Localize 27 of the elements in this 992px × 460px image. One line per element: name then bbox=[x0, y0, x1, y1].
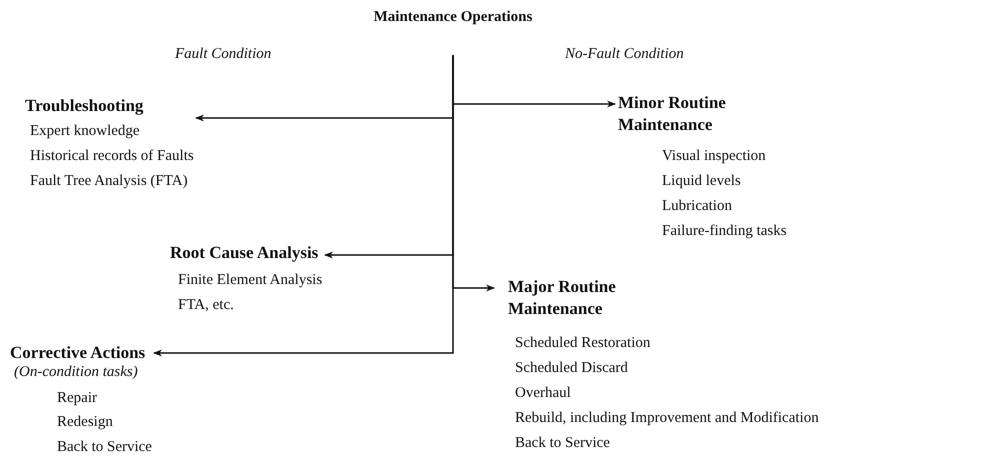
list-item: Scheduled Restoration bbox=[515, 334, 650, 352]
heading: Major Routine Maintenance bbox=[508, 276, 617, 320]
heading: Corrective Actions bbox=[10, 344, 146, 362]
list-item: Back to Service bbox=[57, 438, 152, 456]
list-item: Back to Service bbox=[515, 434, 610, 452]
list-item: Overhaul bbox=[515, 384, 571, 402]
arrow bbox=[153, 55, 454, 357]
list-item: Expert knowledge bbox=[30, 122, 140, 140]
list-item: FTA, etc. bbox=[178, 296, 234, 314]
list-item: Lubrication bbox=[662, 197, 732, 215]
heading: Root Cause Analysis bbox=[170, 244, 318, 262]
heading: Minor Routine Maintenance bbox=[618, 92, 727, 136]
list-item: Redesign bbox=[57, 413, 113, 431]
list-item: Finite Element Analysis bbox=[178, 271, 322, 289]
condition-label: Fault Condition bbox=[175, 46, 272, 63]
list-item: Rebuild, including Improvement and Modification bbox=[515, 409, 819, 427]
subheading: (On-condition tasks) bbox=[14, 363, 138, 381]
list-item: Failure-finding tasks bbox=[662, 222, 787, 240]
list-item: Liquid levels bbox=[662, 172, 741, 190]
list-item: Repair bbox=[57, 389, 97, 407]
list-item: Visual inspection bbox=[662, 147, 766, 165]
list-item: Fault Tree Analysis (FTA) bbox=[30, 172, 188, 190]
list-item: Scheduled Discard bbox=[515, 359, 628, 377]
list-item: Historical records of Faults bbox=[30, 147, 194, 165]
heading: Troubleshooting bbox=[25, 97, 144, 115]
condition-label: No-Fault Condition bbox=[565, 46, 684, 63]
title: Maintenance Operations bbox=[372, 8, 534, 26]
